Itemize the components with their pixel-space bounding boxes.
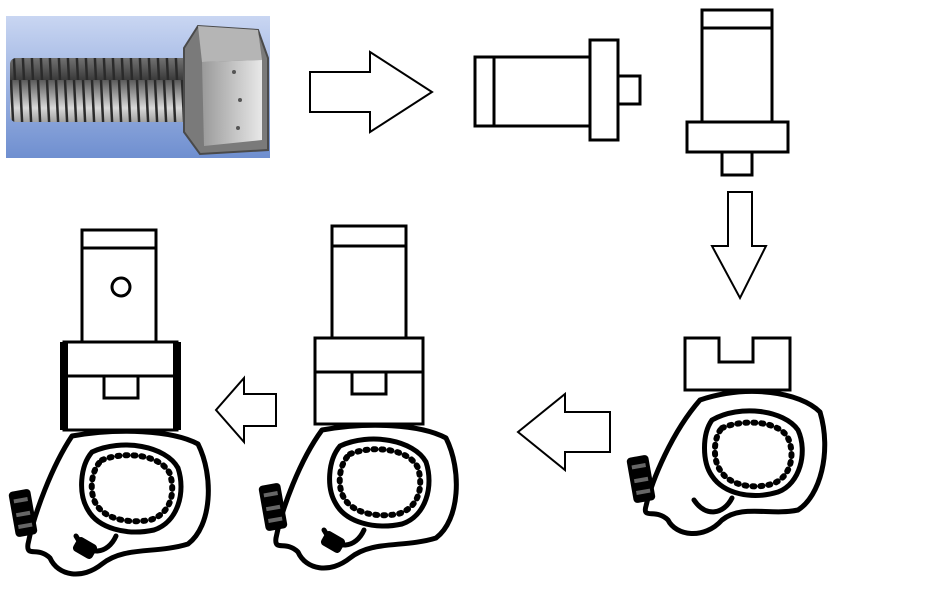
clamp-ring <box>79 442 184 535</box>
slotted-head <box>683 336 792 392</box>
arrow-left-1 <box>516 391 611 473</box>
clamp-ring <box>702 408 805 498</box>
clamp-body <box>273 422 459 571</box>
arrow-down <box>710 191 768 301</box>
clamp-body <box>642 389 828 536</box>
bolt-upright-view <box>685 8 790 177</box>
arrow-left-2 <box>214 375 277 445</box>
clamp-ring <box>327 436 432 529</box>
clamp-teeth <box>336 446 424 519</box>
bolt-threads <box>10 58 194 122</box>
bolt-in-clamp <box>258 224 459 571</box>
bolt-with-pin-hole-in-clamp <box>8 228 211 577</box>
clamp-body <box>25 428 211 577</box>
bolt-side-view <box>473 38 642 142</box>
slotted-head-with-clamp <box>626 336 828 536</box>
clamp-teeth <box>712 419 795 490</box>
pin-hole <box>110 276 132 298</box>
bolt-photo <box>6 16 270 158</box>
arrow-right-1 <box>309 50 434 134</box>
clamp-teeth <box>88 452 176 525</box>
